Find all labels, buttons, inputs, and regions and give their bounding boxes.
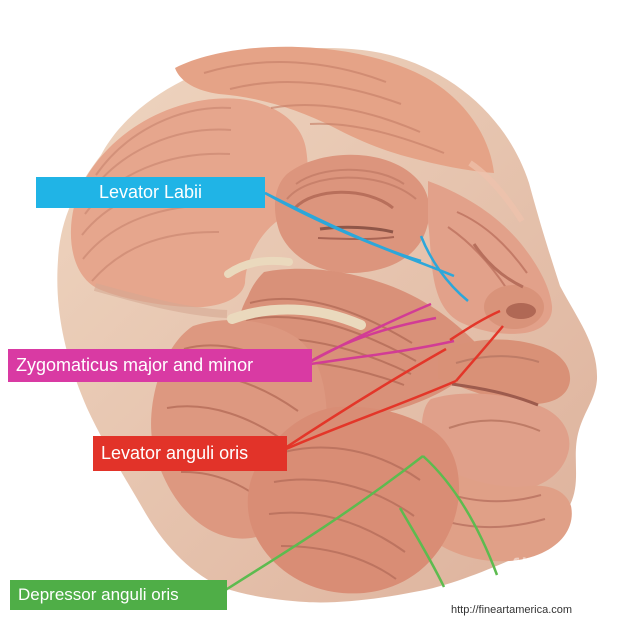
zygomaticus-leader-2 [303, 339, 455, 367]
depressor-leader-2 [422, 455, 499, 576]
zygomaticus-label: Zygomaticus major and minor [8, 349, 312, 382]
watermark: fine a [510, 550, 597, 587]
depressor-leader-3 [398, 507, 446, 588]
levator-anguli-leader-2 [278, 379, 457, 454]
levator-anguli-leader-4 [455, 325, 504, 382]
levator-anguli-leader-1 [278, 347, 447, 454]
depressor-leader-1 [218, 455, 424, 596]
levator-labii-label: Levator Labii [36, 177, 265, 208]
levator-labii-leader-2 [264, 191, 455, 278]
zygomaticus-leader-3 [303, 316, 437, 367]
lower-lip [421, 393, 570, 491]
levator-anguli-leader-3 [449, 309, 501, 342]
levator-labii-leader-3 [419, 235, 469, 302]
source-credit: http://fineartamerica.com [451, 604, 573, 616]
levator-anguli-oris-label: Levator anguli oris [93, 436, 287, 471]
depressor-anguli-oris-label: Depressor anguli oris [10, 580, 227, 610]
